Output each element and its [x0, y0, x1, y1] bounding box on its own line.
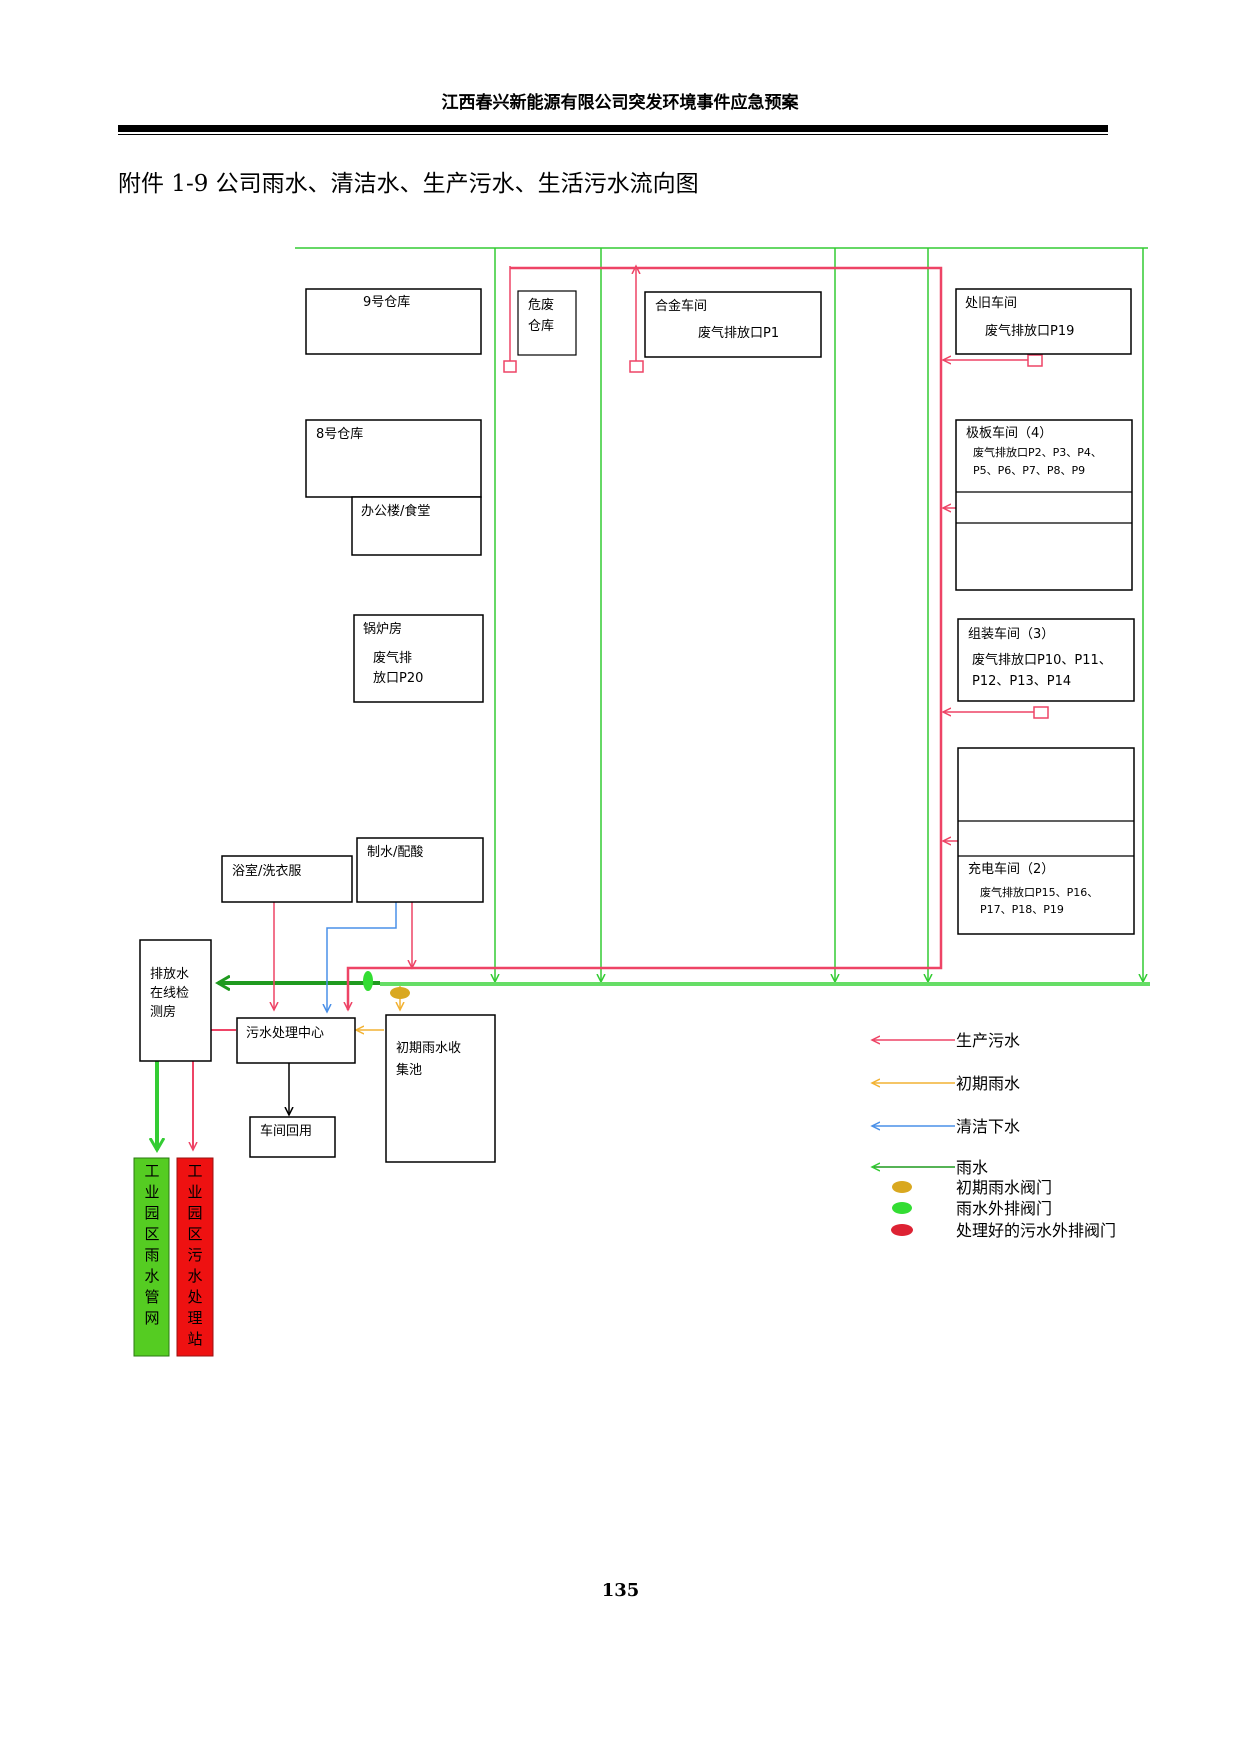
label-hazwaste-2: 仓库: [528, 318, 554, 334]
building-warehouse9: 9号仓库: [305, 288, 482, 355]
label-water-acid: 制水/配酸: [367, 845, 423, 860]
label-charging-1: 充电车间（2）: [968, 861, 1054, 877]
legend-rain-outlet-valve-label: 雨水外排阀门: [956, 1199, 1052, 1218]
building-charging: 充电车间（2） 废气排放口P15、P16、 P17、P18、P19: [957, 747, 1135, 935]
building-plate: 极板车间（4） 废气排放口P2、P3、P4、 P5、P6、P7、P8、P9: [955, 419, 1133, 591]
label-plate-3: P5、P6、P7、P8、P9: [973, 464, 1085, 477]
outlet-assembly: [1033, 706, 1049, 719]
label-plate-2: 废气排放口P2、P3、P4、: [973, 445, 1102, 459]
building-bath: 浴室/洗衣服: [221, 855, 353, 903]
building-office: 办公楼/食堂: [351, 496, 482, 556]
label-monitor-3: 测房: [150, 1004, 176, 1020]
document-header: 江西春兴新能源有限公司突发环境事件应急预案: [441, 93, 799, 113]
label-rain-network: 工业园区雨水管网: [144, 1162, 159, 1327]
building-initial-rain-pool: 初期雨水收 集池: [385, 1014, 496, 1163]
building-warehouse8: 8号仓库: [305, 419, 482, 498]
label-hazwaste-1: 危废: [528, 297, 554, 313]
label-wastewater-center: 污水处理中心: [246, 1026, 324, 1041]
legend-clean-label: 清洁下水: [956, 1117, 1020, 1136]
legend-rain-outlet-valve-icon: [892, 1202, 912, 1214]
label-sewage-plant: 工业园区污水处理站: [187, 1162, 202, 1348]
legend-treated-sewage-valve-label: 处理好的污水外排阀门: [956, 1221, 1116, 1240]
legend: 生产污水 初期雨水 清洁下水 雨水 初期雨水阀门 雨水外排阀门 处理好的污水外排…: [872, 1031, 1116, 1240]
rain-outlet-valve: [363, 971, 373, 991]
legend-rain-label: 雨水: [956, 1158, 988, 1177]
label-reuse: 车间回用: [260, 1123, 312, 1139]
building-recycle: 处旧车间 废气排放口P19: [955, 288, 1132, 355]
building-hazwaste: 危废 仓库: [517, 290, 577, 356]
production-wastewater-network: [180, 266, 1042, 1150]
building-alloy: 合金车间 废气排放口P1: [644, 291, 822, 358]
label-monitor-1: 排放水: [150, 967, 189, 982]
outlet-alloy: [629, 360, 644, 373]
label-bath: 浴室/洗衣服: [232, 863, 301, 879]
label-alloy-1: 合金车间: [655, 298, 707, 314]
label-assembly-3: P12、P13、P14: [972, 674, 1071, 689]
label-charging-3: P17、P18、P19: [980, 903, 1064, 916]
label-plate-1: 极板车间（4）: [966, 425, 1052, 441]
label-boiler-2: 废气排: [373, 650, 412, 666]
header-rule-thin: [118, 134, 1108, 135]
building-water-acid: 制水/配酸: [356, 837, 484, 903]
clean-water-pipe: [327, 893, 397, 1012]
building-boiler: 锅炉房 废气排 放口P20: [353, 614, 484, 703]
legend-production-label: 生产污水: [956, 1031, 1020, 1050]
legend-initial-rain-valve-icon: [892, 1181, 912, 1193]
label-assembly-2: 废气排放口P10、P11、: [972, 652, 1112, 668]
figure-title: 附件 1-9 公司雨水、清洁水、生产污水、生活污水流向图: [118, 171, 699, 197]
label-alloy-2: 废气排放口P1: [698, 325, 779, 341]
outlet-hazwaste: [503, 360, 517, 373]
label-charging-2: 废气排放口P15、P16、: [980, 885, 1098, 899]
label-recycle-1: 处旧车间: [965, 295, 1017, 311]
building-assembly: 组装车间（3） 废气排放口P10、P11、 P12、P13、P14: [957, 618, 1135, 702]
initial-rain-valve: [390, 987, 410, 999]
page-number: 135: [601, 1580, 640, 1601]
building-monitor-room: 排放水 在线检 测房: [139, 939, 212, 1062]
label-office: 办公楼/食堂: [361, 503, 430, 519]
label-monitor-2: 在线检: [150, 986, 189, 1001]
sewage-plant-column: 工业园区污水处理站: [176, 1157, 214, 1357]
legend-treated-sewage-valve-icon: [891, 1224, 913, 1236]
label-boiler-3: 放口P20: [373, 671, 423, 686]
building-reuse: 车间回用: [249, 1116, 336, 1158]
prod-main-pipe: [348, 266, 943, 1010]
label-initial-rain-pool-2: 集池: [396, 1062, 422, 1078]
label-boiler-1: 锅炉房: [363, 621, 402, 637]
label-warehouse8: 8号仓库: [316, 426, 363, 442]
rainwater-network: [157, 247, 1150, 1150]
legend-initial-rain-valve-label: 初期雨水阀门: [956, 1178, 1052, 1197]
label-initial-rain-pool-1: 初期雨水收: [396, 1041, 461, 1056]
building-wastewater-center: 污水处理中心: [236, 1017, 356, 1064]
legend-initial-rain-label: 初期雨水: [956, 1074, 1020, 1093]
label-assembly-1: 组装车间（3）: [968, 626, 1054, 642]
header-rule-thick: [118, 125, 1108, 132]
rain-network-column: 工业园区雨水管网: [133, 1157, 170, 1357]
label-recycle-2: 废气排放口P19: [985, 323, 1074, 339]
label-warehouse9: 9号仓库: [363, 294, 410, 310]
outlet-recycle: [1027, 354, 1043, 367]
